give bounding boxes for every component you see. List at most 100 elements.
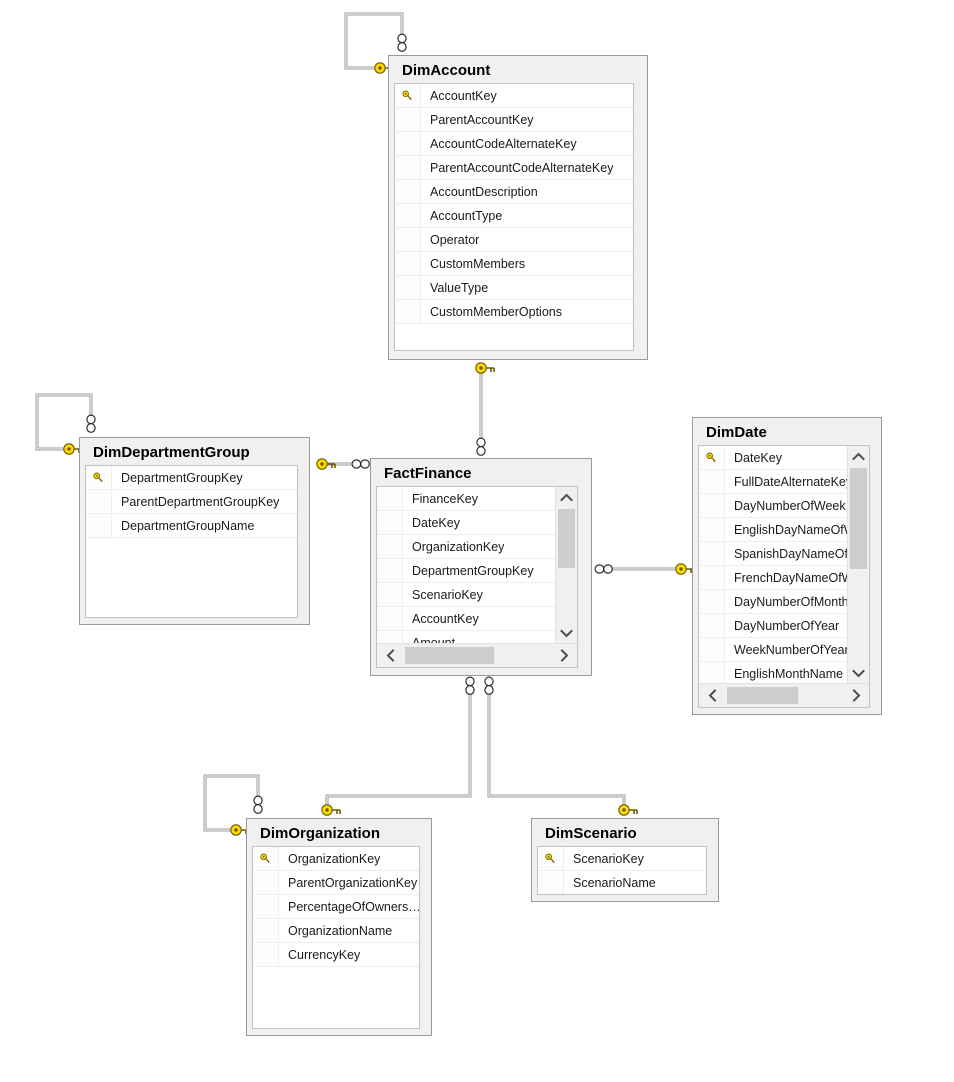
row-gutter xyxy=(699,566,725,589)
chevron-right-icon[interactable] xyxy=(551,644,577,667)
column-row[interactable]: DateKey xyxy=(377,511,557,535)
row-gutter xyxy=(699,638,725,661)
row-gutter xyxy=(538,871,564,894)
column-row[interactable]: FinanceKey xyxy=(377,487,557,511)
column-row[interactable]: DepartmentGroupName xyxy=(86,514,297,538)
column-row[interactable]: DayNumberOfWeek xyxy=(699,494,849,518)
many-endpoint-icon xyxy=(253,795,263,814)
chevron-up-icon[interactable] xyxy=(848,446,869,466)
column-row[interactable]: CustomMemberOptions xyxy=(395,300,633,324)
column-name: EnglishDayNameOfW xyxy=(734,522,849,537)
row-gutter xyxy=(253,919,279,942)
chevron-down-icon[interactable] xyxy=(848,663,869,683)
column-row[interactable]: ValueType xyxy=(395,276,633,300)
row-gutter xyxy=(395,204,421,227)
column-row[interactable]: ScenarioKey xyxy=(377,583,557,607)
chevron-left-icon[interactable] xyxy=(699,684,725,707)
column-row[interactable]: ScenarioKey xyxy=(538,847,706,871)
column-row[interactable]: DepartmentGroupKey xyxy=(86,466,297,490)
chevron-right-icon[interactable] xyxy=(843,684,869,707)
many-endpoint-icon xyxy=(465,676,475,695)
row-gutter xyxy=(395,108,421,131)
column-row[interactable]: ParentDepartmentGroupKey xyxy=(86,490,297,514)
column-row[interactable]: WeekNumberOfYear xyxy=(699,638,849,662)
relationship-dimorganization-factfinance[interactable] xyxy=(325,690,472,806)
row-gutter xyxy=(395,228,421,251)
row-gutter xyxy=(395,156,421,179)
column-name: OrganizationKey xyxy=(288,851,381,866)
column-row[interactable]: AccountType xyxy=(395,204,633,228)
column-name: ScenarioName xyxy=(573,875,656,890)
column-name: ValueType xyxy=(430,280,489,295)
row-gutter xyxy=(86,514,112,537)
column-row[interactable]: OrganizationKey xyxy=(253,847,419,871)
column-row[interactable]: SpanishDayNameOf. xyxy=(699,542,849,566)
chevron-left-icon[interactable] xyxy=(377,644,403,667)
primary-key-icon xyxy=(538,847,564,870)
column-row[interactable]: ParentOrganizationKey xyxy=(253,871,419,895)
column-row[interactable]: ScenarioName xyxy=(538,871,706,894)
many-endpoint-icon xyxy=(397,33,407,52)
column-name: PercentageOfOwners… xyxy=(288,899,420,914)
column-row[interactable]: OrganizationName xyxy=(253,919,419,943)
vertical-scrollbar[interactable] xyxy=(847,446,869,683)
key-endpoint-icon xyxy=(320,803,341,817)
column-row[interactable]: DateKey xyxy=(699,446,849,470)
column-row[interactable]: DayNumberOfMonth xyxy=(699,590,849,614)
key-endpoint-icon xyxy=(617,803,638,817)
chevron-up-icon[interactable] xyxy=(556,487,577,507)
row-gutter xyxy=(253,871,279,894)
column-name: DayNumberOfYear xyxy=(734,618,840,633)
horizontal-scrollbar[interactable] xyxy=(377,643,577,667)
row-gutter xyxy=(395,180,421,203)
column-row[interactable]: OrganizationKey xyxy=(377,535,557,559)
column-row[interactable]: CurrencyKey xyxy=(253,943,419,967)
column-row[interactable]: FullDateAlternateKey xyxy=(699,470,849,494)
column-row[interactable]: FrenchDayNameOfW xyxy=(699,566,849,590)
relationship-dimscenario-factfinance[interactable] xyxy=(487,690,626,806)
column-row[interactable]: EnglishDayNameOfW xyxy=(699,518,849,542)
column-name: WeekNumberOfYear xyxy=(734,642,849,657)
column-row[interactable]: EnglishMonthName xyxy=(699,662,849,686)
column-row[interactable]: ParentAccountCodeAlternateKey xyxy=(395,156,633,180)
horizontal-scrollbar-thumb[interactable] xyxy=(405,647,494,664)
many-endpoint-icon xyxy=(594,564,613,574)
column-name: OrganizationKey xyxy=(412,539,505,554)
vertical-scrollbar-thumb[interactable] xyxy=(850,468,867,569)
primary-key-icon xyxy=(699,446,725,469)
chevron-down-icon[interactable] xyxy=(556,623,577,643)
row-gutter xyxy=(699,614,725,637)
row-gutter xyxy=(699,470,725,493)
column-row[interactable]: ParentAccountKey xyxy=(395,108,633,132)
column-row[interactable]: Operator xyxy=(395,228,633,252)
vertical-scrollbar-thumb[interactable] xyxy=(558,509,575,568)
column-row[interactable]: DayNumberOfYear xyxy=(699,614,849,638)
column-name: ParentAccountKey xyxy=(430,112,534,127)
vertical-scrollbar[interactable] xyxy=(555,487,577,643)
column-row[interactable]: PercentageOfOwners… xyxy=(253,895,420,919)
column-row[interactable]: DepartmentGroupKey xyxy=(377,559,557,583)
column-row[interactable]: AccountKey xyxy=(377,607,557,631)
column-name: DayNumberOfMonth xyxy=(734,594,849,609)
column-name: ParentAccountCodeAlternateKey xyxy=(430,160,614,175)
column-name: AccountCodeAlternateKey xyxy=(430,136,577,151)
horizontal-scrollbar[interactable] xyxy=(699,683,869,707)
column-name: SpanishDayNameOf. xyxy=(734,546,849,561)
column-row[interactable]: AccountDescription xyxy=(395,180,633,204)
column-row[interactable]: AccountCodeAlternateKey xyxy=(395,132,633,156)
column-row[interactable]: CustomMembers xyxy=(395,252,633,276)
column-name: EnglishMonthName xyxy=(734,666,844,681)
primary-key-icon xyxy=(395,84,421,107)
column-row[interactable]: AccountKey xyxy=(395,84,633,108)
horizontal-scrollbar-thumb[interactable] xyxy=(727,687,798,704)
